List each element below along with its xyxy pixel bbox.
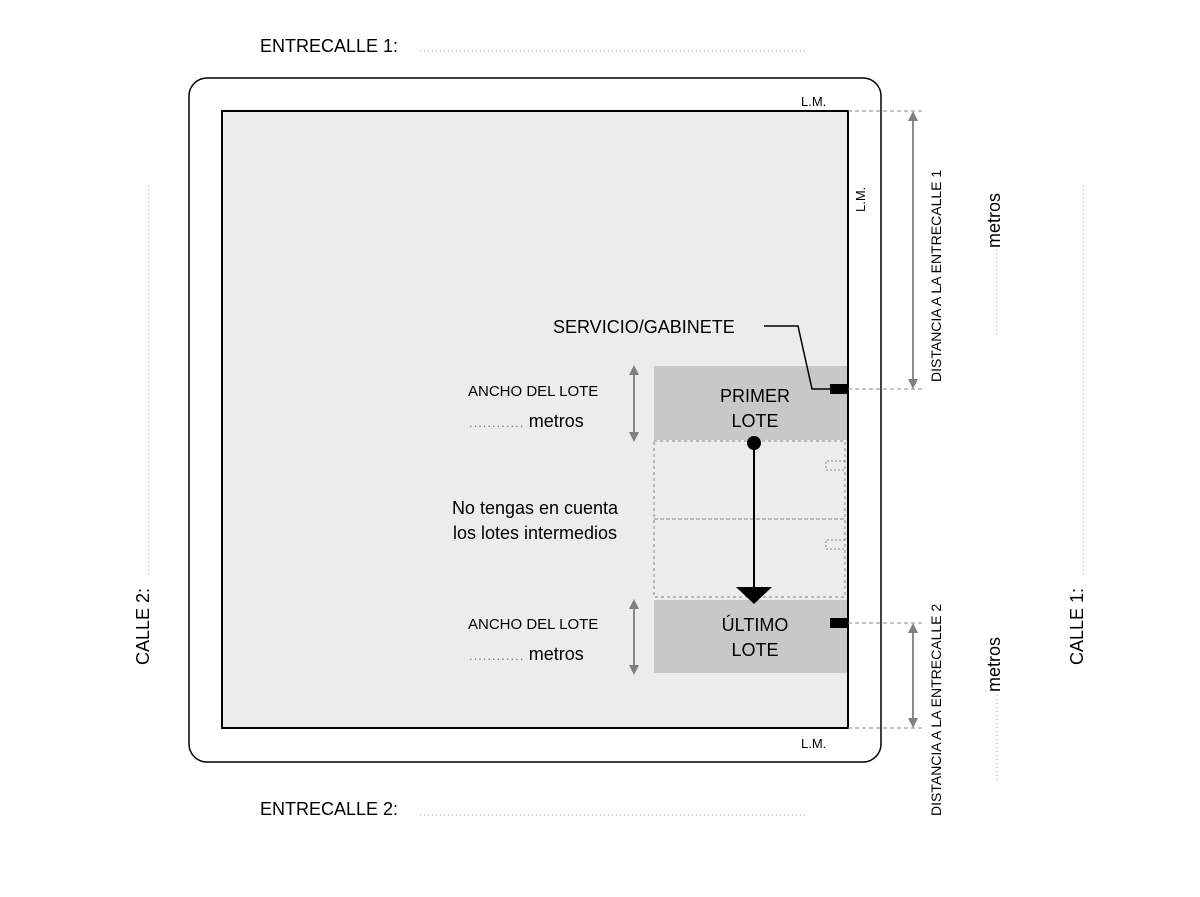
intermediate-note-line2: los lotes intermedios	[452, 523, 618, 543]
first-lot-width-arrow	[629, 365, 639, 442]
first-lot-width-label: ANCHO DEL LOTE	[468, 383, 599, 400]
distance1-unit: metros	[984, 192, 1004, 248]
distance2-label: DISTANCIA A LA ENTRECALLE 2	[928, 603, 944, 816]
lm-marker-top: L.M.	[801, 94, 827, 109]
intermediate-note-line1: No tengas en cuenta	[451, 498, 619, 518]
calle1-label: CALLE 1:	[1067, 587, 1087, 665]
first-lot-width-blank: ............	[469, 415, 525, 430]
last-lot-title-line2: LOTE	[731, 640, 779, 660]
arrow-head	[736, 587, 772, 604]
first-lot-title-line1: PRIMER	[719, 386, 790, 406]
distance1-arrow	[908, 111, 918, 389]
last-lot-width-blank: ............	[469, 648, 525, 663]
service-box-first	[830, 384, 848, 394]
entrecalle2-label: ENTRECALLE 2:	[260, 799, 399, 819]
intermediate-lot-2	[653, 518, 846, 598]
service-label: SERVICIO/GABINETE	[553, 317, 735, 337]
first-lot-title: PRIMER LOTE	[654, 384, 856, 434]
fill-in-dotted-lines	[148, 50, 1084, 816]
lm-marker-side: L.M.	[853, 186, 868, 212]
service-leader-line	[764, 325, 830, 390]
entrecalle1-label: ENTRECALLE 1:	[260, 36, 399, 56]
first-lot-title-line2: LOTE	[731, 411, 779, 431]
calle2-label: CALLE 2:	[133, 587, 153, 665]
intermediate-service-1	[825, 460, 845, 471]
distance2-unit: metros	[984, 636, 1004, 692]
street-outline	[188, 77, 882, 763]
lm-marker-bottom: L.M.	[801, 736, 827, 751]
distance1-label: DISTANCIA A LA ENTRECALLE 1	[928, 169, 944, 382]
last-lot-title: ÚLTIMO LOTE	[654, 613, 856, 663]
last-lot-width-label: ANCHO DEL LOTE	[468, 616, 599, 633]
distance-guide-lines	[848, 110, 925, 729]
intermediate-service-2	[825, 539, 845, 550]
intermediate-note: No tengas en cuenta los lotes intermedio…	[435, 496, 635, 546]
last-lot-title-line1: ÚLTIMO	[721, 615, 789, 635]
intermediate-lot-1	[653, 440, 846, 520]
service-box-last	[830, 618, 848, 628]
first-lot	[654, 366, 847, 440]
distance2-arrow	[908, 623, 918, 728]
last-lot	[654, 600, 847, 673]
last-lot-width-arrow	[629, 599, 639, 675]
first-lot-width-unit: metros	[528, 411, 584, 431]
first-lot-width-value: ............ metros	[469, 411, 584, 432]
last-lot-width-unit: metros	[528, 644, 584, 664]
last-lot-width-value: ............ metros	[469, 644, 584, 665]
